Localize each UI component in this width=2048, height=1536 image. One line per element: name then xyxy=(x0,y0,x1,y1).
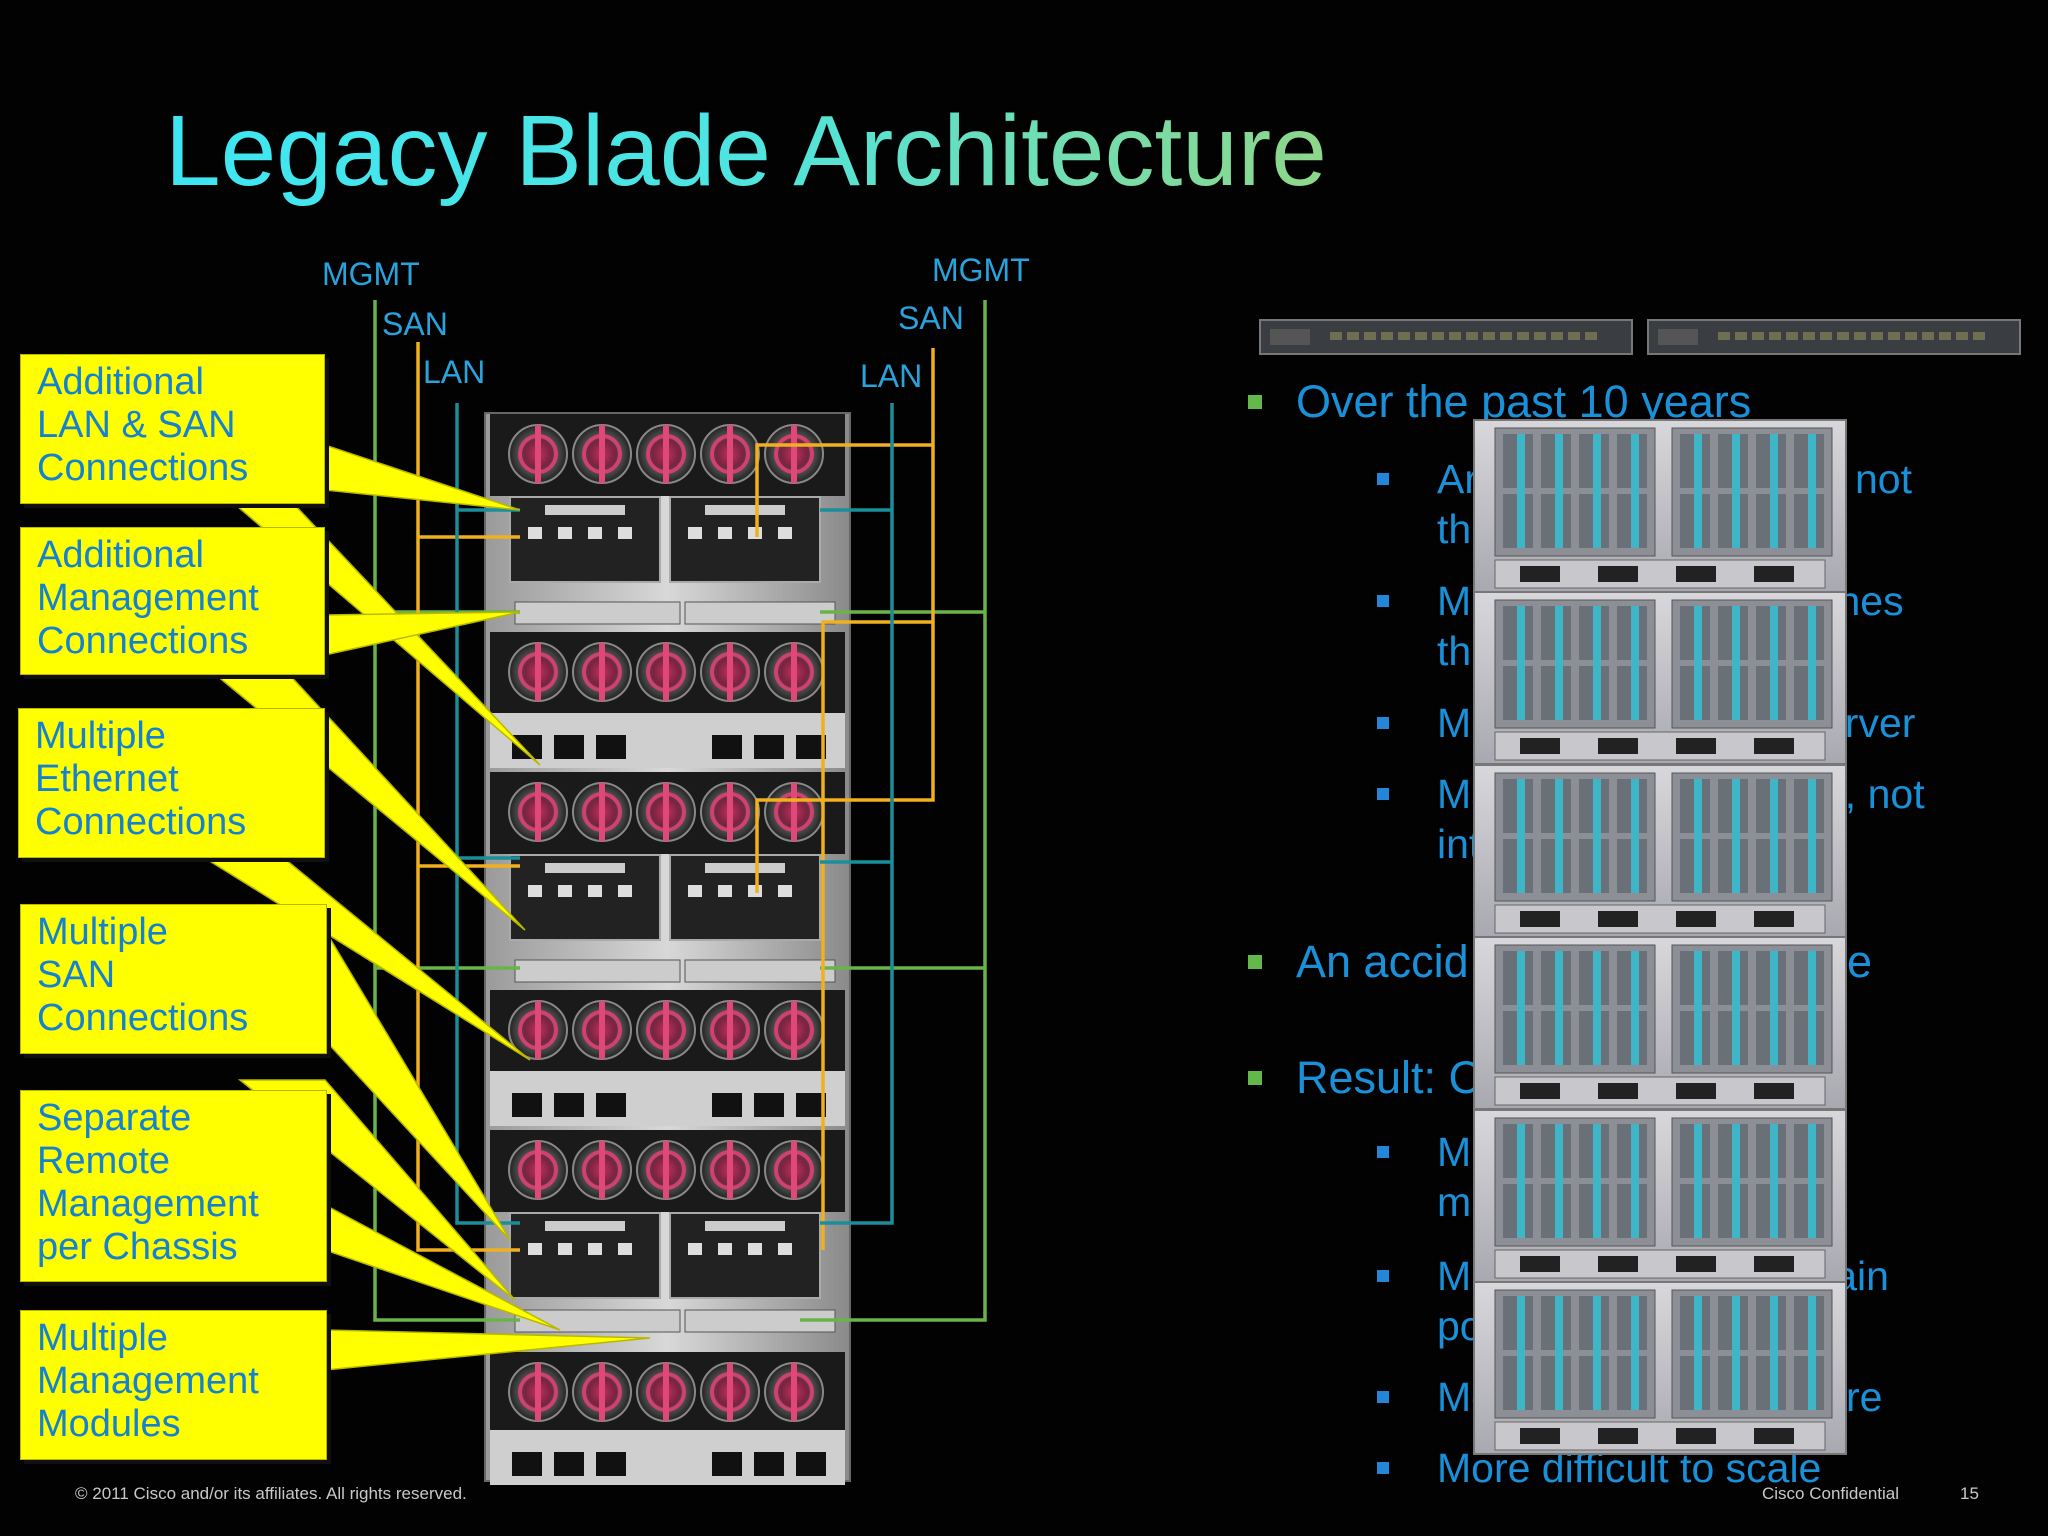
callout-line: Multiple xyxy=(37,1317,168,1359)
callout-remote-management: Separate Remote Management per Chassis xyxy=(20,1090,327,1282)
callout-line: Connections xyxy=(37,997,249,1039)
callout-line: per Chassis xyxy=(37,1226,238,1268)
rack-server xyxy=(1473,1281,1847,1455)
fan-icon xyxy=(508,1140,568,1200)
fan-icon xyxy=(508,424,568,484)
right-lan-label: LAN xyxy=(860,358,923,394)
callout-line: Connections xyxy=(35,801,247,843)
callout-line: Additional xyxy=(37,361,204,403)
bullet-l2-cont: m xyxy=(1437,1179,1472,1225)
callout-line: Separate xyxy=(37,1097,192,1139)
bullet-marker xyxy=(1377,595,1389,607)
bullet-marker xyxy=(1248,395,1262,409)
fan-icon xyxy=(700,782,760,842)
rack-server xyxy=(1473,591,1847,765)
fan-icon xyxy=(700,1140,760,1200)
fan-icon xyxy=(636,1362,696,1422)
callout-line: Management xyxy=(37,577,259,619)
fan-icon xyxy=(636,424,696,484)
rack-server xyxy=(1473,936,1847,1110)
fan-icon xyxy=(636,1000,696,1060)
bullet-l2: M xyxy=(1437,1129,1472,1175)
callout-management-modules: Multiple Management Modules xyxy=(20,1310,327,1460)
bullet-l2-cont: th xyxy=(1437,506,1472,552)
fan-icon xyxy=(764,1140,824,1200)
bullet-marker xyxy=(1377,1146,1389,1158)
callout-line: Connections xyxy=(37,447,249,489)
callout-line: Remote xyxy=(37,1140,171,1182)
bullet-marker xyxy=(1248,1071,1262,1085)
fan-icon xyxy=(764,1000,824,1060)
callout-san: Multiple SAN Connections xyxy=(20,904,327,1054)
fan-icon xyxy=(572,1140,632,1200)
callout-line: Modules xyxy=(37,1403,181,1445)
callout-line: Management xyxy=(37,1360,259,1402)
bullet-l2: Ar xyxy=(1437,456,1478,502)
fan-icon xyxy=(700,642,760,702)
bullet-l2-tail: re xyxy=(1846,1374,1883,1420)
callout-line: SAN xyxy=(37,954,116,996)
left-mgmt-label: MGMT xyxy=(322,256,420,292)
callout-line: Additional xyxy=(37,534,204,576)
fan-icon xyxy=(636,642,696,702)
bullet-l2: M xyxy=(1437,1253,1472,1299)
rack-server xyxy=(1473,764,1847,938)
fan-icon xyxy=(508,1000,568,1060)
right-san-label: SAN xyxy=(898,300,964,336)
fan-icon xyxy=(572,1362,632,1422)
right-mgmt-label: MGMT xyxy=(932,252,1030,288)
bullet-marker xyxy=(1377,1462,1389,1474)
top-switches xyxy=(1259,319,2021,355)
bullet-marker xyxy=(1377,788,1389,800)
callout-line: Multiple xyxy=(35,715,166,757)
fan-icon xyxy=(572,782,632,842)
left-san-label: SAN xyxy=(382,306,448,342)
fan-icon xyxy=(572,642,632,702)
fan-icon xyxy=(764,424,824,484)
fan-icon xyxy=(572,424,632,484)
fan-icon xyxy=(572,1000,632,1060)
fan-icon xyxy=(508,642,568,702)
bullet-l2-tail: not xyxy=(1855,456,1912,502)
fan-icon xyxy=(700,1000,760,1060)
footer-copyright: © 2011 Cisco and/or its affiliates. All … xyxy=(75,1484,467,1503)
callout-management: Additional Management Connections xyxy=(20,527,325,675)
bullet-l2: M xyxy=(1437,578,1472,624)
bullet-marker xyxy=(1377,473,1389,485)
left-lan-label: LAN xyxy=(423,354,486,390)
fan-icon xyxy=(636,1140,696,1200)
fan-icon xyxy=(508,782,568,842)
bullet-l1: Result: C xyxy=(1296,1052,1482,1103)
callout-line: Multiple xyxy=(37,911,168,953)
fan-icon xyxy=(636,782,696,842)
bullet-l2: M xyxy=(1437,700,1472,746)
bullet-l1: An accid xyxy=(1296,936,1469,987)
callout-line: Ethernet xyxy=(35,758,179,800)
callout-ethernet: Multiple Ethernet Connections xyxy=(18,708,325,858)
bullet-marker xyxy=(1377,717,1389,729)
fan-icon xyxy=(700,424,760,484)
rack-server xyxy=(1473,1109,1847,1283)
fan-icon xyxy=(508,1362,568,1422)
footer-page-number: 15 xyxy=(1960,1484,1979,1503)
bullet-l2-cont: th xyxy=(1437,628,1472,674)
rack-server xyxy=(1473,419,1847,593)
bullet-l1: Over the past 10 years xyxy=(1296,376,1752,427)
fan-icon xyxy=(700,1362,760,1422)
callout-lan-san: Additional LAN & SAN Connections xyxy=(20,354,325,504)
blade-chassis-stack xyxy=(484,412,851,1485)
callout-line: Management xyxy=(37,1183,259,1225)
bullet-marker xyxy=(1377,1391,1389,1403)
bullet-marker xyxy=(1377,1270,1389,1282)
slide-title: Legacy Blade Architecture xyxy=(165,95,1327,207)
fan-icon xyxy=(764,1362,824,1422)
bullet-marker xyxy=(1248,955,1262,969)
callout-line: LAN & SAN xyxy=(37,404,236,446)
callout-line: Connections xyxy=(37,620,249,662)
footer-confidential: Cisco Confidential xyxy=(1762,1484,1900,1503)
